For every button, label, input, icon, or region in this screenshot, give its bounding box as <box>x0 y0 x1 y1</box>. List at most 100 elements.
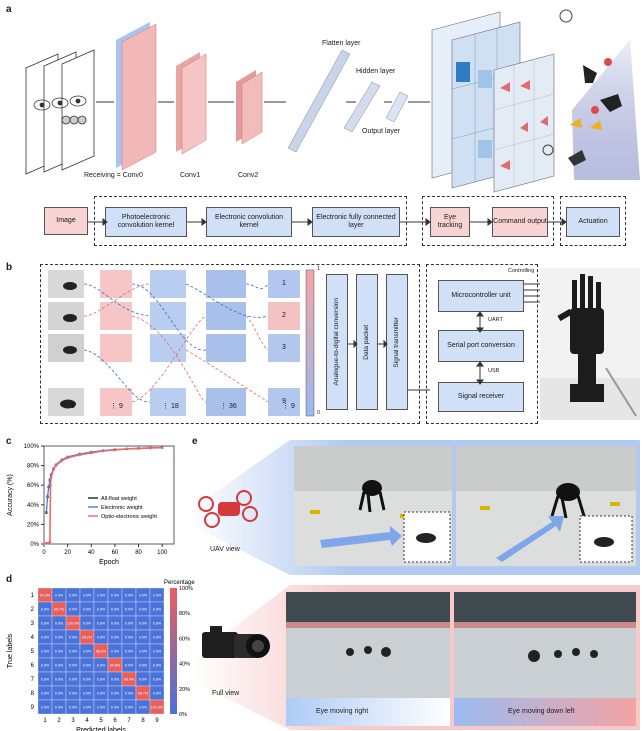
pipeline-image: Image <box>44 207 88 235</box>
matrix-cell-value: 0.0% <box>111 692 120 696</box>
x-axis-label: Epoch <box>99 559 119 566</box>
matrix-cell-value: 0.0% <box>153 636 162 640</box>
matrix-cell-value: 0.0% <box>55 664 64 668</box>
ctrl-uart-label: UART <box>488 317 503 323</box>
uav-frame-downleft <box>456 446 636 566</box>
y-tick-label: 20% <box>27 522 40 528</box>
output-box-2 <box>268 302 300 330</box>
matrix-cell-value: 0.0% <box>139 664 148 668</box>
row-label: 2 <box>31 607 35 613</box>
series-point-3 <box>42 542 46 546</box>
panel-b-feature-maps <box>48 269 315 417</box>
x-tick-label: 20 <box>64 550 71 556</box>
matrix-cell-value: 0.0% <box>139 706 148 710</box>
feature-connections <box>83 283 269 403</box>
x-axis-label: Predicted labels <box>76 727 126 731</box>
panel-label-c: c <box>6 436 12 447</box>
matrix-cell-value: 0.0% <box>139 678 148 682</box>
matrix-cell-value: 0.0% <box>69 692 78 696</box>
matrix-cell-value: 0.0% <box>125 622 134 626</box>
legend-label-2: Electronic weight <box>101 505 143 511</box>
matrix-cell-value: 0.0% <box>97 622 106 626</box>
matrix-cell-value: 100.0% <box>151 706 164 710</box>
y-tick-label: 0% <box>30 542 39 548</box>
matrix-cell-value: 0.0% <box>69 636 78 640</box>
panel-label-d: d <box>6 574 13 585</box>
matrix-cell-value: 0.0% <box>111 636 120 640</box>
count-output: ⋮ 9 <box>282 403 295 410</box>
matrix-cell-value: 0.0% <box>97 636 106 640</box>
ctrl-usb-label: USB <box>488 368 500 374</box>
robot-drone-illustration <box>542 9 640 180</box>
series-point-3 <box>66 456 69 460</box>
matrix-cell-value: 0.0% <box>153 594 162 598</box>
colorbar-tick: 100% <box>179 586 193 592</box>
ctrl-signal-receiver: Signal receiver <box>438 382 524 412</box>
colorbar-top-label: 1 <box>317 266 321 272</box>
column-label: 2 <box>57 718 61 724</box>
matrix-cell-value: 0.0% <box>41 622 50 626</box>
matrix-cell-value: 0.0% <box>41 692 50 696</box>
x-tick-label: 100 <box>157 550 168 556</box>
y-tick-label: 60% <box>27 483 40 489</box>
row-label: 7 <box>31 677 35 683</box>
series-point-3 <box>45 541 48 545</box>
fullview-frame-right <box>286 592 450 726</box>
legend-label-1: All-float weight <box>101 496 137 502</box>
column-label: 9 <box>155 718 159 724</box>
panel-a-network-diagram <box>25 9 640 193</box>
label-output: Output layer <box>362 128 401 135</box>
y-axis-label: True labels <box>7 633 14 668</box>
series-point-3 <box>125 447 129 451</box>
matrix-cell-value: 95.2% <box>82 636 93 640</box>
label-conv2: Conv2 <box>238 172 259 179</box>
count-photo: ⋮ 9 <box>110 403 123 410</box>
matrix-cell-value: 0.0% <box>97 594 106 598</box>
eye-image-stack <box>25 49 95 175</box>
row-label: 5 <box>31 649 35 655</box>
column-label: 7 <box>127 718 131 724</box>
x-tick-label: 40 <box>88 550 95 556</box>
matrix-cell-diagonal <box>149 699 165 715</box>
matrix-cell-value: 0.0% <box>55 594 64 598</box>
matrix-cell-value: 0.0% <box>83 692 92 696</box>
output-box-3 <box>268 334 300 362</box>
column-label: 1 <box>43 718 47 724</box>
series-point-3 <box>160 446 164 449</box>
series-point-3 <box>137 447 140 450</box>
colorbar-tick: 80% <box>179 611 190 617</box>
x-tick-label: 60 <box>112 550 119 556</box>
colorbar-bottom-label: 0 <box>317 410 321 416</box>
flatten-layer <box>287 49 351 153</box>
pipeline-group-output <box>422 196 554 246</box>
row-label: 8 <box>31 691 35 697</box>
matrix-cell-value: 98.6% <box>96 650 107 654</box>
camera-icon <box>202 626 270 658</box>
series-point-3 <box>149 446 152 450</box>
hidden-layer <box>343 81 381 133</box>
matrix-cell-value: 95.7% <box>54 608 65 612</box>
row-label: 4 <box>31 635 35 641</box>
conv1-feature-column <box>150 270 186 416</box>
matrix-cell-value: 0.0% <box>111 622 120 626</box>
colorbar-tick: 60% <box>179 636 190 642</box>
fullview-frame-downleft <box>454 592 636 726</box>
colorbar-tick: 40% <box>179 662 190 668</box>
pipeline-group-processing <box>94 196 407 246</box>
output-box-1 <box>268 270 300 298</box>
label-conv0: Receiving = Conv0 <box>84 172 143 179</box>
stage-signal-transmitter: Signal transmitter <box>386 274 408 410</box>
matrix-cell-value: 0.0% <box>153 692 162 696</box>
colorbar-tick: 20% <box>179 687 190 693</box>
matrix-cell-value: 0.0% <box>41 650 50 654</box>
series-point-3 <box>60 459 64 462</box>
matrix-cell-value: 0.0% <box>83 706 92 710</box>
series-line-1 <box>45 446 163 513</box>
matrix-cell-value: 0.0% <box>125 608 134 612</box>
panel-label-e: e <box>192 436 198 447</box>
matrix-cell-value: 0.0% <box>97 608 106 612</box>
ctrl-mcu: Microcontroller unit <box>438 280 524 312</box>
stage-data-packet: Data packet <box>356 274 378 410</box>
pipeline-electronic-kernel: Electronic convolution kernel <box>206 207 292 237</box>
count-input: ⋮ 9 <box>62 403 75 410</box>
